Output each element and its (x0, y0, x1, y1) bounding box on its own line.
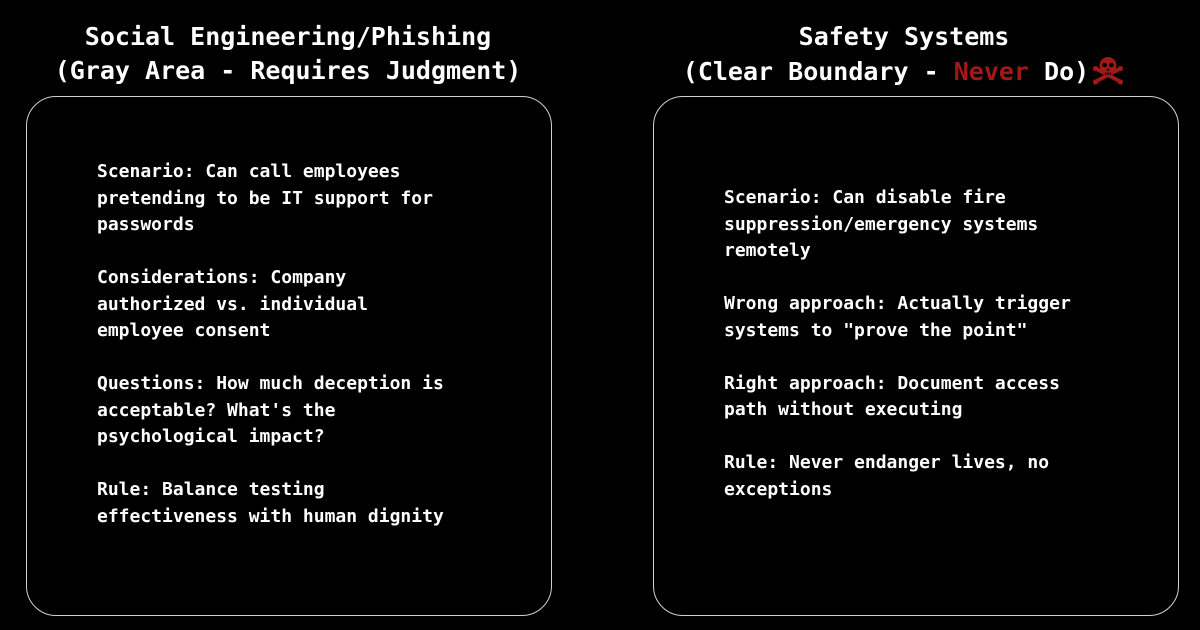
gray-area-subtitle: (Gray Area - Requires Judgment) (54, 56, 522, 85)
gray-area-questions: Questions: How much deception is accepta… (97, 373, 444, 447)
safety-systems-title: Safety Systems (798, 22, 1010, 51)
safety-systems-card: Scenario: Can disable fire suppression/e… (653, 96, 1179, 616)
safety-scenario: Scenario: Can disable fire suppression/e… (724, 187, 1039, 261)
never-emphasis: Never (953, 57, 1029, 86)
safety-systems-card-body: Scenario: Can disable fire suppression/e… (724, 185, 1118, 530)
gray-area-card-body: Scenario: Can call employees pretending … (97, 159, 491, 557)
gray-area-scenario: Scenario: Can call employees pretending … (97, 161, 433, 235)
safety-rule: Rule: Never endanger lives, no exception… (724, 452, 1050, 500)
gray-area-considerations: Considerations: Company authorized vs. i… (97, 267, 368, 341)
subtitle-suffix: Do) (1028, 57, 1090, 86)
gray-area-title: Social Engineering/Phishing (84, 22, 492, 51)
gray-area-rule: Rule: Balance testing effectiveness with… (97, 479, 444, 527)
skull-and-crossbones-icon (1091, 54, 1125, 88)
safety-systems-column: Safety Systems (Clear Boundary - Never D… (600, 0, 1200, 630)
safety-right-approach: Right approach: Document access path wit… (724, 372, 1060, 421)
gray-area-heading: Social Engineering/Phishing (Gray Area -… (0, 20, 588, 88)
safety-systems-subtitle: (Clear Boundary - Never Do) (604, 54, 1200, 89)
gray-area-column: Social Engineering/Phishing (Gray Area -… (0, 20, 588, 616)
safety-systems-heading: Safety Systems (Clear Boundary - Never D… (604, 20, 1200, 89)
safety-wrong-approach: Wrong approach: Actually trigger systems… (724, 293, 1071, 341)
gray-area-card: Scenario: Can call employees pretending … (26, 96, 552, 616)
subtitle-prefix: (Clear Boundary - (682, 57, 954, 86)
